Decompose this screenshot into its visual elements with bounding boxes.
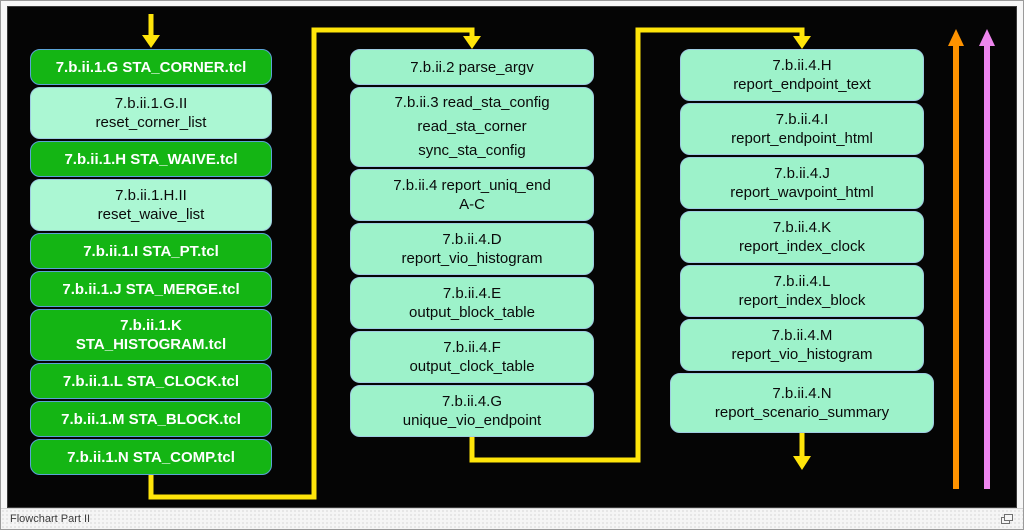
node-label: 7.b.ii.3 read_sta_config xyxy=(394,94,550,111)
flow-node: 7.b.ii.1.L STA_CLOCK.tcl xyxy=(30,363,272,399)
entry-arrowhead-icon xyxy=(142,35,160,48)
node-label: report_index_clock xyxy=(739,238,865,255)
flow-node: 7.b.ii.4.H report_endpoint_text xyxy=(680,49,924,101)
flow-node: 7.b.ii.1.M STA_BLOCK.tcl xyxy=(30,401,272,437)
node-label: 7.b.ii.1.G STA_CORNER.tcl xyxy=(55,58,247,76)
node-label: 7.b.ii.4.J xyxy=(774,165,830,182)
flow-node: 7.b.ii.4.K report_index_clock xyxy=(680,211,924,263)
node-label: A-C xyxy=(459,196,485,213)
node-label: 7.b.ii.1.G.II xyxy=(114,95,188,112)
node-label: 7.b.ii.1.I STA_PT.tcl xyxy=(83,242,219,260)
node-label: 7.b.ii.4.L xyxy=(773,273,831,290)
node-label: STA_HISTOGRAM.tcl xyxy=(75,336,227,353)
col3-arrowhead-icon xyxy=(793,36,811,49)
flow-node: 7.b.ii.4.N report_scenario_summary xyxy=(670,373,934,433)
node-label: 7.b.ii.4.G xyxy=(441,393,503,410)
flow-node: 7.b.ii.1.K STA_HISTOGRAM.tcl xyxy=(30,309,272,361)
node-label: 7.b.ii.4.H xyxy=(772,57,832,74)
node-label: report_index_block xyxy=(738,292,866,309)
column-report-outputs: 7.b.ii.4.H report_endpoint_text 7.b.ii.4.… xyxy=(670,49,934,433)
node-label: 7.b.ii.4.I xyxy=(775,111,829,128)
node-label: output_block_table xyxy=(409,304,535,321)
flow-node: 7.b.ii.1.H STA_WAIVE.tcl xyxy=(30,141,272,177)
node-label: report_endpoint_html xyxy=(731,130,873,147)
node-label: sync_sta_config xyxy=(418,142,526,159)
flow-node: 7.b.ii.1.G STA_CORNER.tcl xyxy=(30,49,272,85)
node-label: unique_vio_endpoint xyxy=(402,412,542,429)
flow-node: 7.b.ii.4.F output_clock_table xyxy=(350,331,594,383)
node-label: 7.b.ii.4 report_uniq_end xyxy=(393,177,551,194)
node-label: report_vio_histogram xyxy=(731,346,873,363)
connector-lines xyxy=(142,14,995,500)
node-label: 7.b.ii.4.D xyxy=(442,231,502,248)
column-sta-scripts: 7.b.ii.1.G STA_CORNER.tcl 7.b.ii.1.G.II r… xyxy=(30,49,272,475)
flow-node: 7.b.ii.4.M report_vio_histogram xyxy=(680,319,924,371)
caption-bar: Flowchart Part II xyxy=(1,508,1023,529)
node-label: 7.b.ii.1.J STA_MERGE.tcl xyxy=(62,280,240,298)
flow-node: 7.b.ii.2 parse_argv xyxy=(350,49,594,85)
caption-text: Flowchart Part II xyxy=(10,513,91,525)
node-label: 7.b.ii.1.H.II xyxy=(115,187,187,204)
node-label: 7.b.ii.1.L STA_CLOCK.tcl xyxy=(62,372,240,390)
flow-node: 7.b.ii.4.I report_endpoint_html xyxy=(680,103,924,155)
node-label: 7.b.ii.1.K xyxy=(120,317,182,334)
column-parse-and-report: 7.b.ii.2 parse_argv 7.b.ii.3 read_sta_co… xyxy=(350,49,594,437)
node-label: 7.b.ii.1.M STA_BLOCK.tcl xyxy=(61,410,241,428)
flow-node: 7.b.ii.4.D report_vio_histogram xyxy=(350,223,594,275)
flow-node: 7.b.ii.1.J STA_MERGE.tcl xyxy=(30,271,272,307)
orange-up-arrowhead-icon xyxy=(948,29,964,46)
flow-node: 7.b.ii.4.J report_wavpoint_html xyxy=(680,157,924,209)
node-label: 7.b.ii.4.K xyxy=(772,219,832,236)
exit-arrowhead-icon xyxy=(793,456,811,470)
node-label: report_vio_histogram xyxy=(401,250,543,267)
node-label: 7.b.ii.4.E xyxy=(442,285,502,302)
flow-node: 7.b.ii.1.I STA_PT.tcl xyxy=(30,233,272,269)
col2-arrowhead-icon xyxy=(463,36,481,49)
col2-to-col3-connector xyxy=(469,27,805,463)
flow-node: 7.b.ii.1.H.II reset_waive_list xyxy=(30,179,272,231)
node-label: 7.b.ii.4.F xyxy=(443,339,501,356)
node-label: read_sta_corner xyxy=(417,118,527,135)
node-label: 7.b.ii.2 parse_argv xyxy=(410,58,534,76)
node-label: 7.b.ii.1.H STA_WAIVE.tcl xyxy=(64,150,238,168)
flow-node: 7.b.ii.1.G.II reset_corner_list xyxy=(30,87,272,139)
node-label: reset_waive_list xyxy=(97,206,205,223)
flow-node: 7.b.ii.4.E output_block_table xyxy=(350,277,594,329)
node-label: report_wavpoint_html xyxy=(730,184,874,201)
node-label: reset_corner_list xyxy=(95,114,207,131)
node-label: report_scenario_summary xyxy=(714,404,890,421)
flowchart-canvas: 7.b.ii.1.G STA_CORNER.tcl 7.b.ii.1.G.II r… xyxy=(7,6,1017,508)
flow-node: 7.b.ii.4.G unique_vio_endpoint xyxy=(350,385,594,437)
col1-to-col2-connector xyxy=(148,27,475,500)
overlap-windows-icon[interactable] xyxy=(1001,514,1013,524)
node-label: output_clock_table xyxy=(409,358,535,375)
node-label: 7.b.ii.4.N xyxy=(772,385,832,402)
pink-up-arrowhead-icon xyxy=(979,29,995,46)
node-label: report_endpoint_text xyxy=(733,76,871,93)
flow-node: 7.b.ii.4.L report_index_block xyxy=(680,265,924,317)
flow-node: 7.b.ii.1.N STA_COMP.tcl xyxy=(30,439,272,475)
node-label: 7.b.ii.4.M xyxy=(771,327,833,344)
node-label: 7.b.ii.1.N STA_COMP.tcl xyxy=(67,448,235,466)
